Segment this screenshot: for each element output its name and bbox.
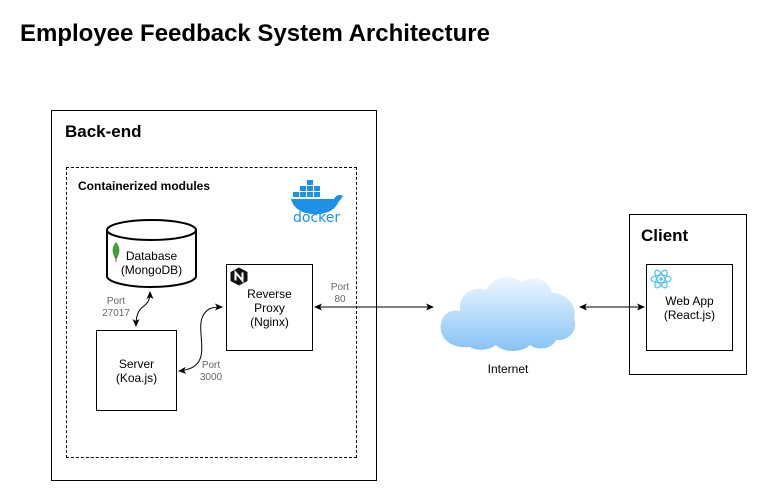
internet-cloud-icon bbox=[440, 277, 576, 351]
port-proxy-number: 80 bbox=[334, 294, 346, 305]
server-tech: (Koa.js) bbox=[115, 371, 158, 385]
port-proxy-title: Port bbox=[330, 282, 350, 293]
client-label: Client bbox=[641, 226, 689, 245]
port-server-number: 3000 bbox=[199, 372, 223, 383]
backend-group bbox=[51, 110, 377, 481]
database-tech: (MongoDB) bbox=[120, 263, 183, 277]
port-db-label: Port 27017 bbox=[98, 296, 134, 320]
server-name: Server bbox=[118, 357, 155, 371]
react-icon bbox=[650, 269, 672, 289]
port-db-title: Port bbox=[106, 296, 126, 307]
server-proxy-connector bbox=[178, 303, 223, 374]
docker-wordmark: docker bbox=[293, 210, 340, 225]
database-cylinder bbox=[106, 219, 197, 288]
port-db-number: 27017 bbox=[102, 308, 130, 319]
server-node bbox=[96, 330, 177, 411]
container-group bbox=[66, 167, 357, 458]
webapp-name: Web App bbox=[665, 294, 714, 308]
docker-icon: docker bbox=[291, 180, 343, 225]
proxy-line1: Reverse bbox=[247, 287, 292, 301]
server-label: Server (Koa.js) bbox=[96, 357, 177, 385]
proxy-label: Reverse Proxy (Nginx) bbox=[226, 287, 313, 329]
mongodb-icon bbox=[112, 242, 120, 262]
container-label: Containerized modules bbox=[78, 179, 211, 193]
webapp-tech: (React.js) bbox=[663, 308, 716, 322]
proxy-line3: (Nginx) bbox=[250, 315, 289, 329]
database-label: Database (MongoDB) bbox=[107, 249, 196, 277]
page-title: Employee Feedback System Architecture bbox=[20, 20, 490, 47]
database-name: Database bbox=[125, 249, 178, 263]
proxy-line2: Proxy bbox=[254, 301, 285, 315]
db-server-connector bbox=[132, 291, 154, 327]
nginx-icon bbox=[230, 267, 248, 286]
internet-label: Internet bbox=[487, 362, 529, 376]
port-proxy-label: Port 80 bbox=[326, 282, 354, 306]
webapp-label: Web App (React.js) bbox=[646, 294, 733, 322]
backend-label: Back-end bbox=[65, 122, 142, 141]
